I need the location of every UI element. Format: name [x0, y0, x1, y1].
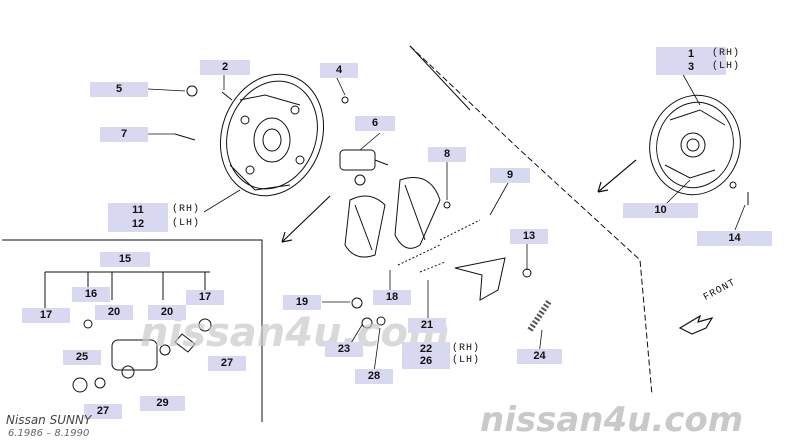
- divider-line-lower: [409, 45, 471, 111]
- callout-c4: 4: [320, 63, 358, 78]
- callout-c1: 1: [656, 47, 726, 62]
- callout-c27a: 27: [208, 356, 246, 371]
- callout-c20a: 20: [95, 305, 133, 320]
- callout-c16: 16: [72, 287, 110, 302]
- watermark-center: nissan4u.com: [140, 310, 450, 356]
- divider-line-inset: [2, 239, 263, 422]
- callout-c23: 23: [325, 342, 363, 357]
- callout-side-c22: (RH): [452, 343, 481, 354]
- callout-c13: 13: [510, 229, 548, 244]
- callout-c26: 26: [402, 354, 450, 369]
- callout-c10: 10: [623, 203, 698, 218]
- callout-c25: 25: [63, 350, 101, 365]
- callout-c6: 6: [355, 116, 395, 131]
- production-dates: 6.1986 – 8.1990: [8, 428, 90, 439]
- callout-c5: 5: [90, 82, 148, 97]
- divider-line-upper: [409, 45, 653, 396]
- watermark-bottom: nissan4u.com: [480, 400, 744, 440]
- springs-drawing: [397, 219, 553, 332]
- callout-c8: 8: [428, 147, 466, 162]
- callout-side-c11: (RH): [172, 204, 201, 215]
- callout-c24: 24: [517, 349, 562, 364]
- callout-c17b: 17: [186, 290, 224, 305]
- callout-c14: 14: [697, 231, 772, 246]
- callout-side-c1: (RH): [712, 48, 741, 59]
- callout-c19: 19: [283, 295, 321, 310]
- vehicle-model: Nissan SUNNY: [6, 413, 92, 427]
- callout-c22: 22: [402, 342, 450, 357]
- brake-shoes-drawing: [344, 177, 441, 258]
- callout-c7: 7: [100, 127, 148, 142]
- callout-c9: 9: [490, 168, 530, 183]
- callout-c2: 2: [200, 60, 250, 75]
- callout-c12: 12: [108, 217, 168, 232]
- callout-side-c12: (LH): [172, 218, 201, 229]
- callout-side-c26: (LH): [452, 355, 481, 366]
- callout-c18: 18: [373, 290, 411, 305]
- callout-c20b: 20: [148, 305, 186, 320]
- callout-c27b: 27: [84, 404, 122, 419]
- inset-exploded-drawing: [44, 271, 212, 393]
- callout-c21: 21: [408, 318, 446, 333]
- callout-c17a: 17: [22, 308, 70, 323]
- direction-arrows: [281, 159, 714, 335]
- small-parts-drawing: [174, 85, 749, 329]
- callout-side-c3: (LH): [712, 61, 741, 72]
- callout-c11: 11: [108, 203, 168, 218]
- brake-drum-drawing: [649, 94, 741, 196]
- callout-c29: 29: [140, 396, 185, 411]
- callout-c28: 28: [355, 369, 393, 384]
- callout-c3: 3: [656, 60, 726, 75]
- backing-plate-drawing: [219, 73, 325, 197]
- callout-c15: 15: [100, 252, 150, 267]
- wheel-cylinder-drawing: [339, 149, 389, 186]
- parking-lever-drawing: [454, 257, 506, 301]
